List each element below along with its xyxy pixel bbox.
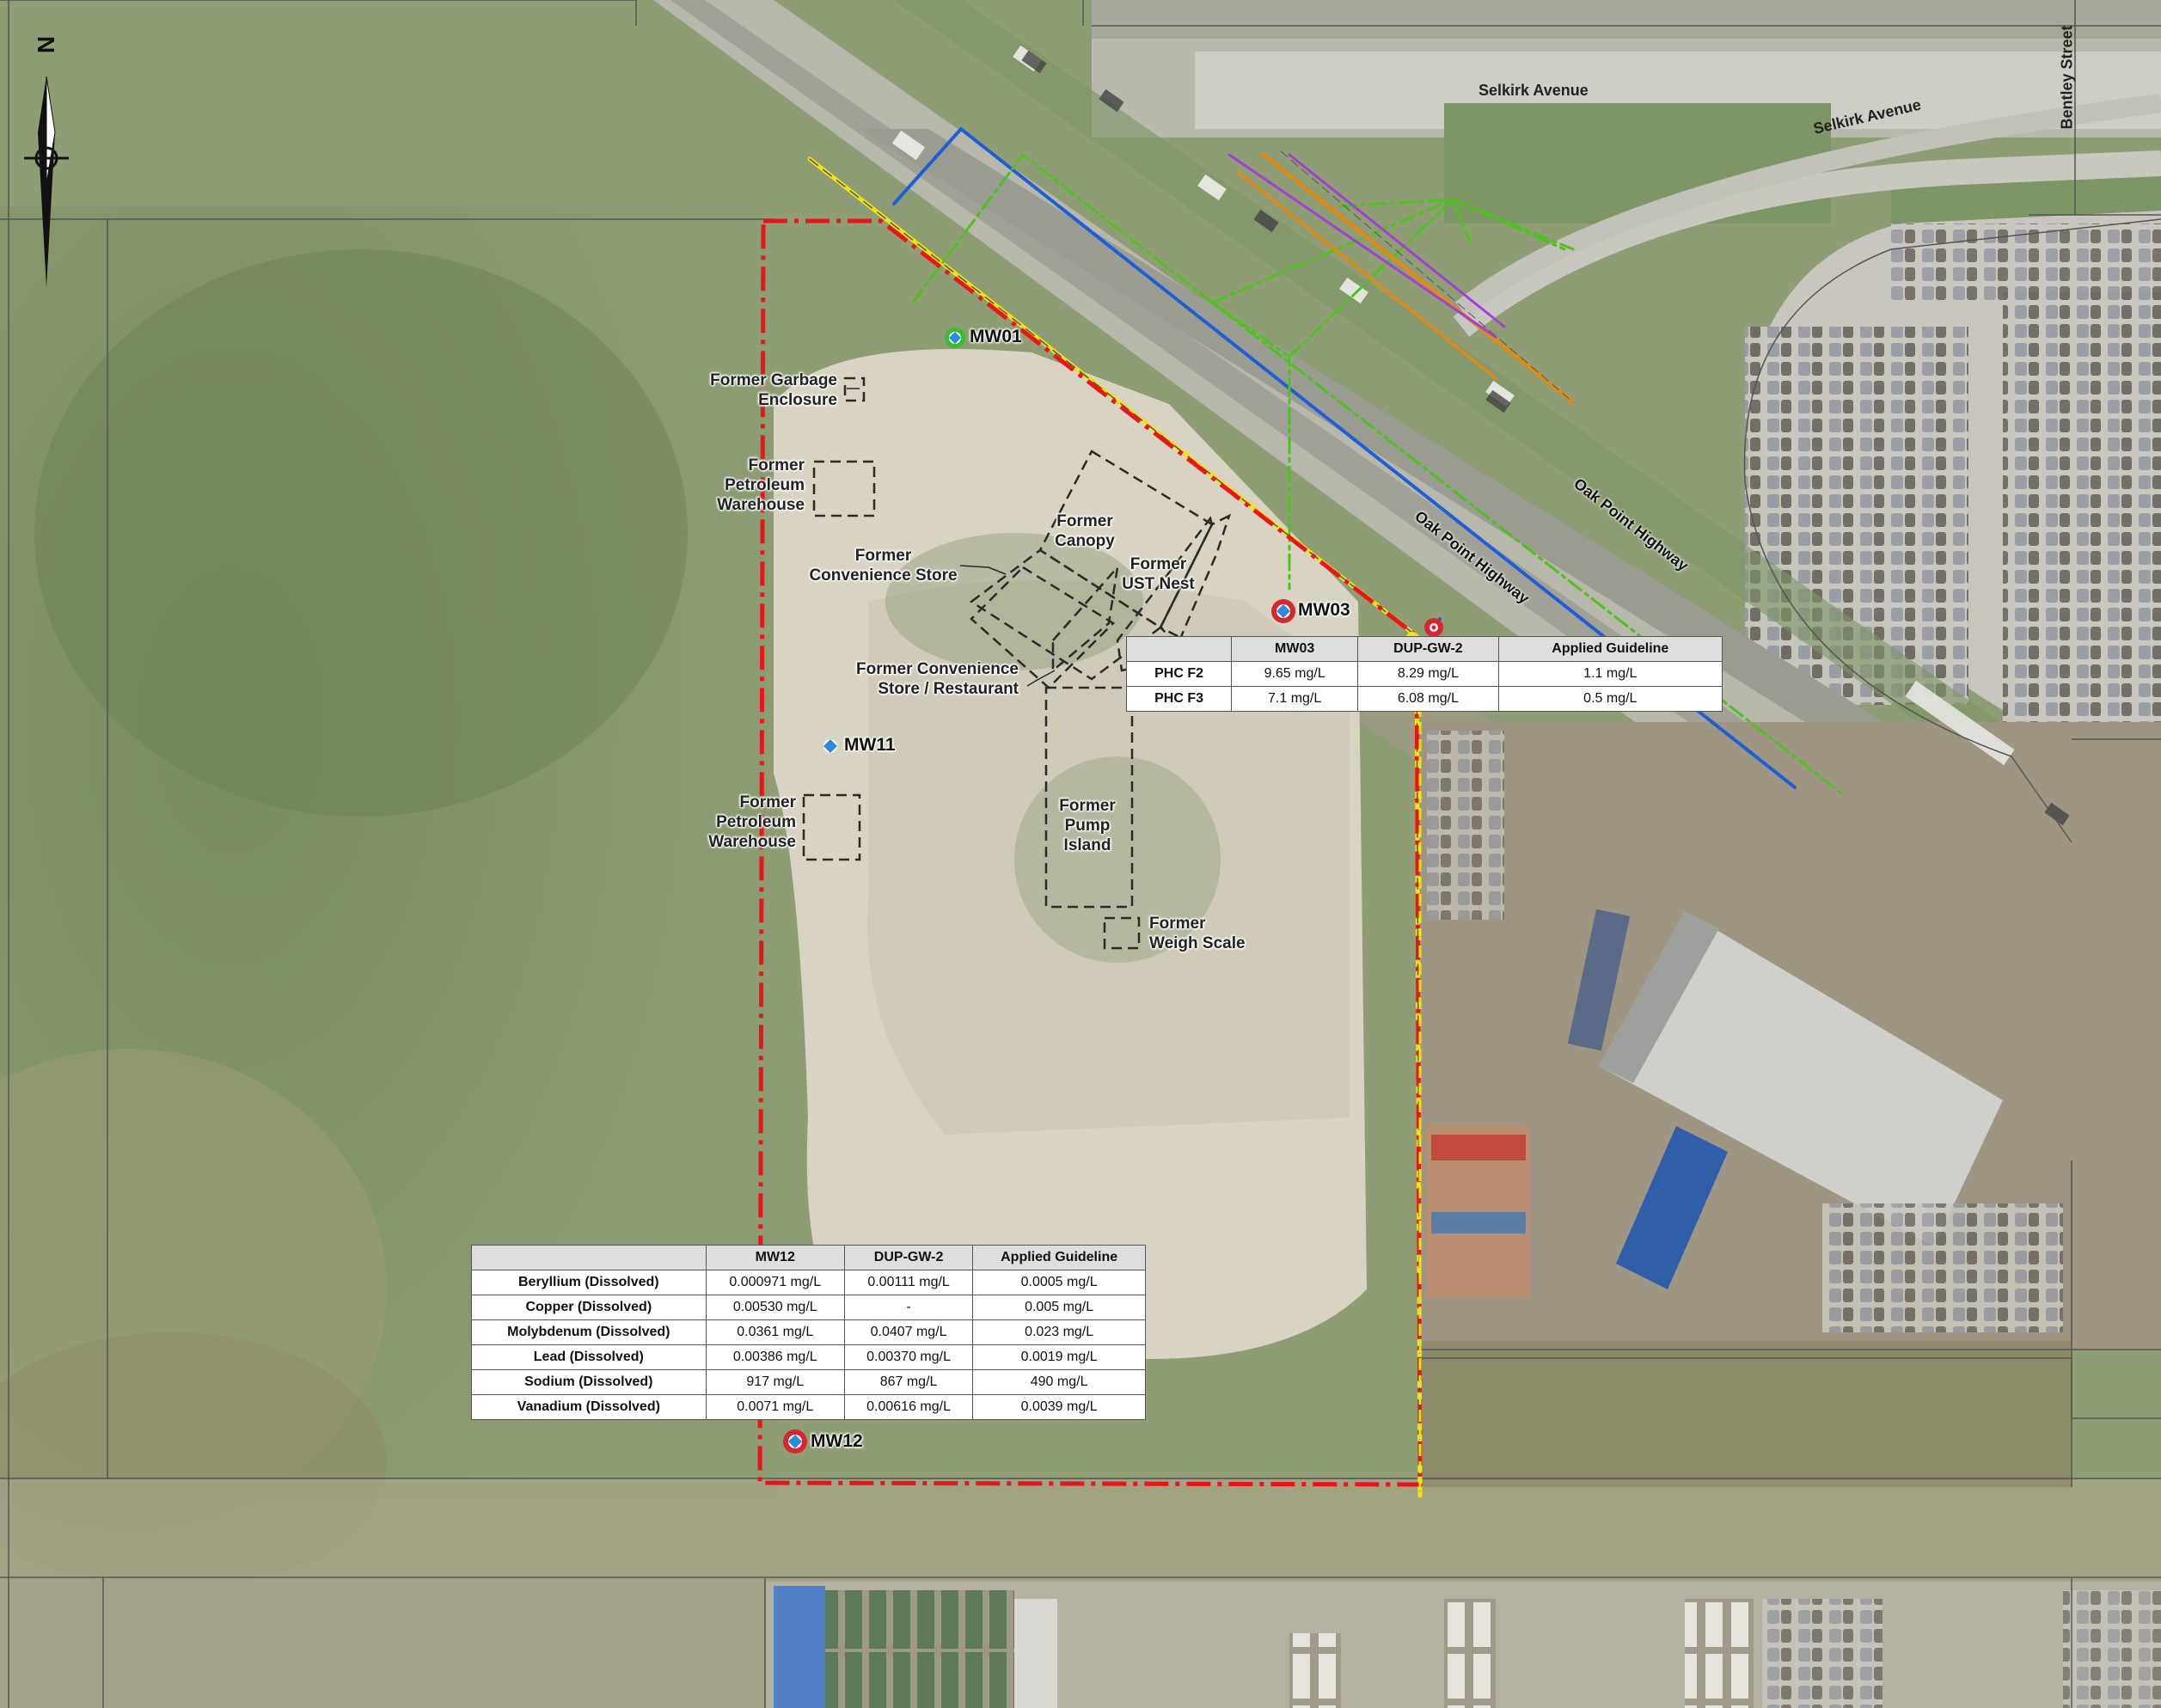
table-cell: 0.0039 mg/L [972,1394,1146,1420]
table-row-header: Lead (Dissolved) [471,1344,707,1370]
table-cell: 0.00386 mg/L [705,1344,845,1370]
label-former-petroleum-warehouse-1: Former Petroleum Warehouse [717,456,805,514]
table-cell: 0.00370 mg/L [843,1344,974,1370]
label-former-convenience-store: Former Convenience Store [809,547,958,585]
well-label-mw11[interactable]: MW11 [844,735,896,755]
table-header-cell: Applied Guideline [1497,636,1723,662]
table-row: Copper (Dissolved)0.00530 mg/L-0.005 mg/… [471,1295,1146,1320]
table-row-header: Beryllium (Dissolved) [471,1270,707,1295]
road-label-selkirk-1: Selkirk Avenue [1478,82,1589,99]
table-cell: 0.0361 mg/L [705,1319,845,1345]
table-cell: 0.0407 mg/L [843,1319,974,1345]
table-cell: 7.1 mg/L [1231,686,1359,712]
well-label-mw01[interactable]: MW01 [970,327,1022,346]
well-label-mw03[interactable]: MW03 [1298,600,1350,620]
table-header-cell: DUP-GW-2 [843,1245,974,1270]
table-cell: 0.0071 mg/L [705,1394,845,1420]
label-former-garbage-enclosure: Former Garbage Enclosure [710,371,837,409]
table-cell: 490 mg/L [972,1369,1146,1395]
table-cell: 6.08 mg/L [1357,686,1499,712]
table-cell: 1.1 mg/L [1497,661,1723,687]
table-cell: 0.000971 mg/L [705,1270,845,1295]
label-former-canopy: Former Canopy [1055,512,1115,550]
table-header-cell [1125,636,1233,662]
table-header-cell: MW03 [1231,636,1359,662]
table-cell: - [843,1295,974,1320]
road-label-bentley: Bentley Street [2058,25,2076,130]
table-cell: 8.29 mg/L [1357,661,1499,687]
table-row-header: Vanadium (Dissolved) [471,1394,707,1420]
table-header-cell: Applied Guideline [972,1245,1146,1270]
table-cell: 0.00111 mg/L [843,1270,974,1295]
table-row-header: Sodium (Dissolved) [471,1369,707,1395]
table-cell: 867 mg/L [843,1369,974,1395]
table-cell: 0.00530 mg/L [705,1295,845,1320]
table-cell: 0.023 mg/L [972,1319,1146,1345]
label-former-petroleum-warehouse-2: Former Petroleum Warehouse [708,793,796,851]
well-label-mw12[interactable]: MW12 [811,1431,863,1451]
label-former-ust-nest: Former UST Nest [1122,555,1195,593]
label-former-convenience-restaurant: Former Convenience Store / Restaurant [856,660,1019,698]
label-former-pump-island: Former Pump Island [1059,797,1116,854]
table-cell: 0.5 mg/L [1497,686,1723,712]
table-cell: 0.0019 mg/L [972,1344,1146,1370]
table-cell: 0.0005 mg/L [972,1270,1146,1295]
table-row-header: Molybdenum (Dissolved) [471,1319,707,1345]
table-header-cell [471,1245,707,1270]
table-cell: 9.65 mg/L [1231,661,1359,687]
table-row-header: PHC F3 [1125,686,1233,712]
label-former-weigh-scale: Former Weigh Scale [1149,915,1246,952]
north-arrow-label: N [33,35,60,54]
table-header-cell: DUP-GW-2 [1357,636,1499,662]
table-cell: 917 mg/L [705,1369,845,1395]
table-row-header: PHC F2 [1125,661,1233,687]
table-cell: 0.005 mg/L [972,1295,1146,1320]
table-cell: 0.00616 mg/L [843,1394,974,1420]
table-header-cell: MW12 [705,1245,845,1270]
table-row-header: Copper (Dissolved) [471,1295,707,1320]
